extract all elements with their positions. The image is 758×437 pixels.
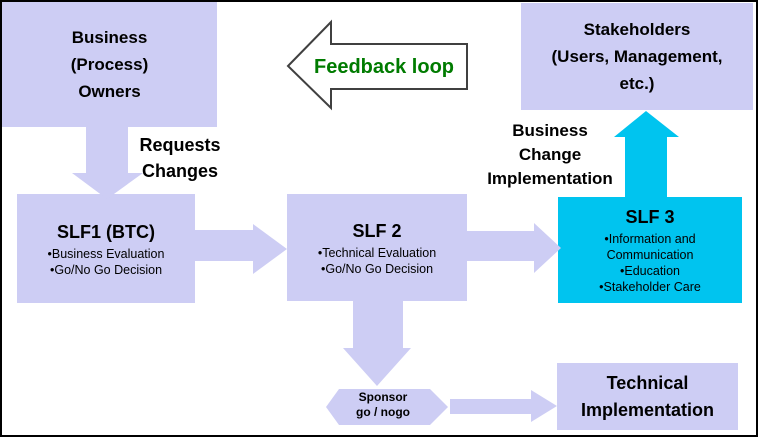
slf2-box: SLF 2 •Technical Evaluation •Go/No Go De… bbox=[287, 194, 467, 301]
requests-changes-line1: Requests bbox=[139, 135, 221, 155]
sponsor-gate-hexagon bbox=[326, 389, 448, 425]
sponsor-gate-label: Sponsor go / nogo bbox=[340, 390, 426, 419]
business-change-implementation-line2: Change bbox=[518, 145, 582, 164]
slf3-bullet-stakeholder-care: •Stakeholder Care bbox=[599, 280, 701, 294]
sponsor-gate-line1: Sponsor bbox=[358, 390, 408, 404]
slf3-bullet-education: •Education bbox=[620, 264, 680, 278]
requests-changes-label: Requests Changes bbox=[122, 132, 238, 184]
business-change-implementation-line3: Implementation bbox=[487, 169, 613, 188]
stakeholders-box: Stakeholders (Users, Management, etc.) bbox=[521, 3, 753, 110]
requests-changes-down-arrow bbox=[72, 127, 143, 199]
business-process-owners-box: Business (Process) Owners bbox=[2, 2, 217, 127]
slf2-bullet-go-no-go: •Go/No Go Decision bbox=[320, 261, 434, 276]
feedback-loop-label: Feedback loop bbox=[313, 56, 455, 78]
slf3-to-stakeholders-up-arrow bbox=[614, 111, 679, 200]
business-owners-line3: Owners bbox=[78, 82, 141, 101]
slf2-title: SLF 2 bbox=[352, 220, 402, 241]
slf1-to-slf2-arrow bbox=[195, 224, 287, 274]
slf1-title: SLF1 (BTC) bbox=[57, 221, 155, 242]
slf1-bullet-go-no-go: •Go/No Go Decision bbox=[49, 262, 163, 277]
business-owners-line1: Business bbox=[71, 28, 148, 47]
slf2-bullet-technical-evaluation: •Technical Evaluation bbox=[317, 245, 437, 260]
technical-implementation-box: Technical Implementation bbox=[557, 363, 738, 430]
technical-implementation-line2: Implementation bbox=[580, 399, 714, 420]
feedback-loop-arrow bbox=[286, 19, 468, 111]
sponsor-gate-line2: go / nogo bbox=[356, 404, 410, 419]
slf1-bullet-business-evaluation: •Business Evaluation bbox=[47, 246, 165, 261]
slf2-down-arrow bbox=[343, 300, 411, 386]
slf3-title: SLF 3 bbox=[625, 207, 675, 227]
requests-changes-line2: Changes bbox=[141, 161, 219, 181]
slf1-btc-box: SLF1 (BTC) •Business Evaluation •Go/No G… bbox=[17, 194, 195, 303]
business-owners-line2: (Process) bbox=[70, 55, 149, 74]
business-change-implementation-label: Business Change Implementation bbox=[466, 119, 634, 191]
sponsor-to-technical-implementation-arrow bbox=[450, 390, 557, 422]
stakeholders-line3: etc.) bbox=[619, 74, 655, 93]
slf3-box: SLF 3 •Information and Communication •Ed… bbox=[558, 197, 742, 303]
business-change-implementation-line1: Business bbox=[512, 121, 588, 140]
slf3-bullet-information-communication: •Information and Communication bbox=[604, 232, 696, 262]
stakeholders-line1: Stakeholders bbox=[583, 20, 691, 39]
stakeholders-line2: (Users, Management, bbox=[551, 47, 723, 66]
slf2-to-slf3-arrow bbox=[466, 223, 561, 273]
technical-implementation-line1: Technical bbox=[606, 372, 689, 393]
